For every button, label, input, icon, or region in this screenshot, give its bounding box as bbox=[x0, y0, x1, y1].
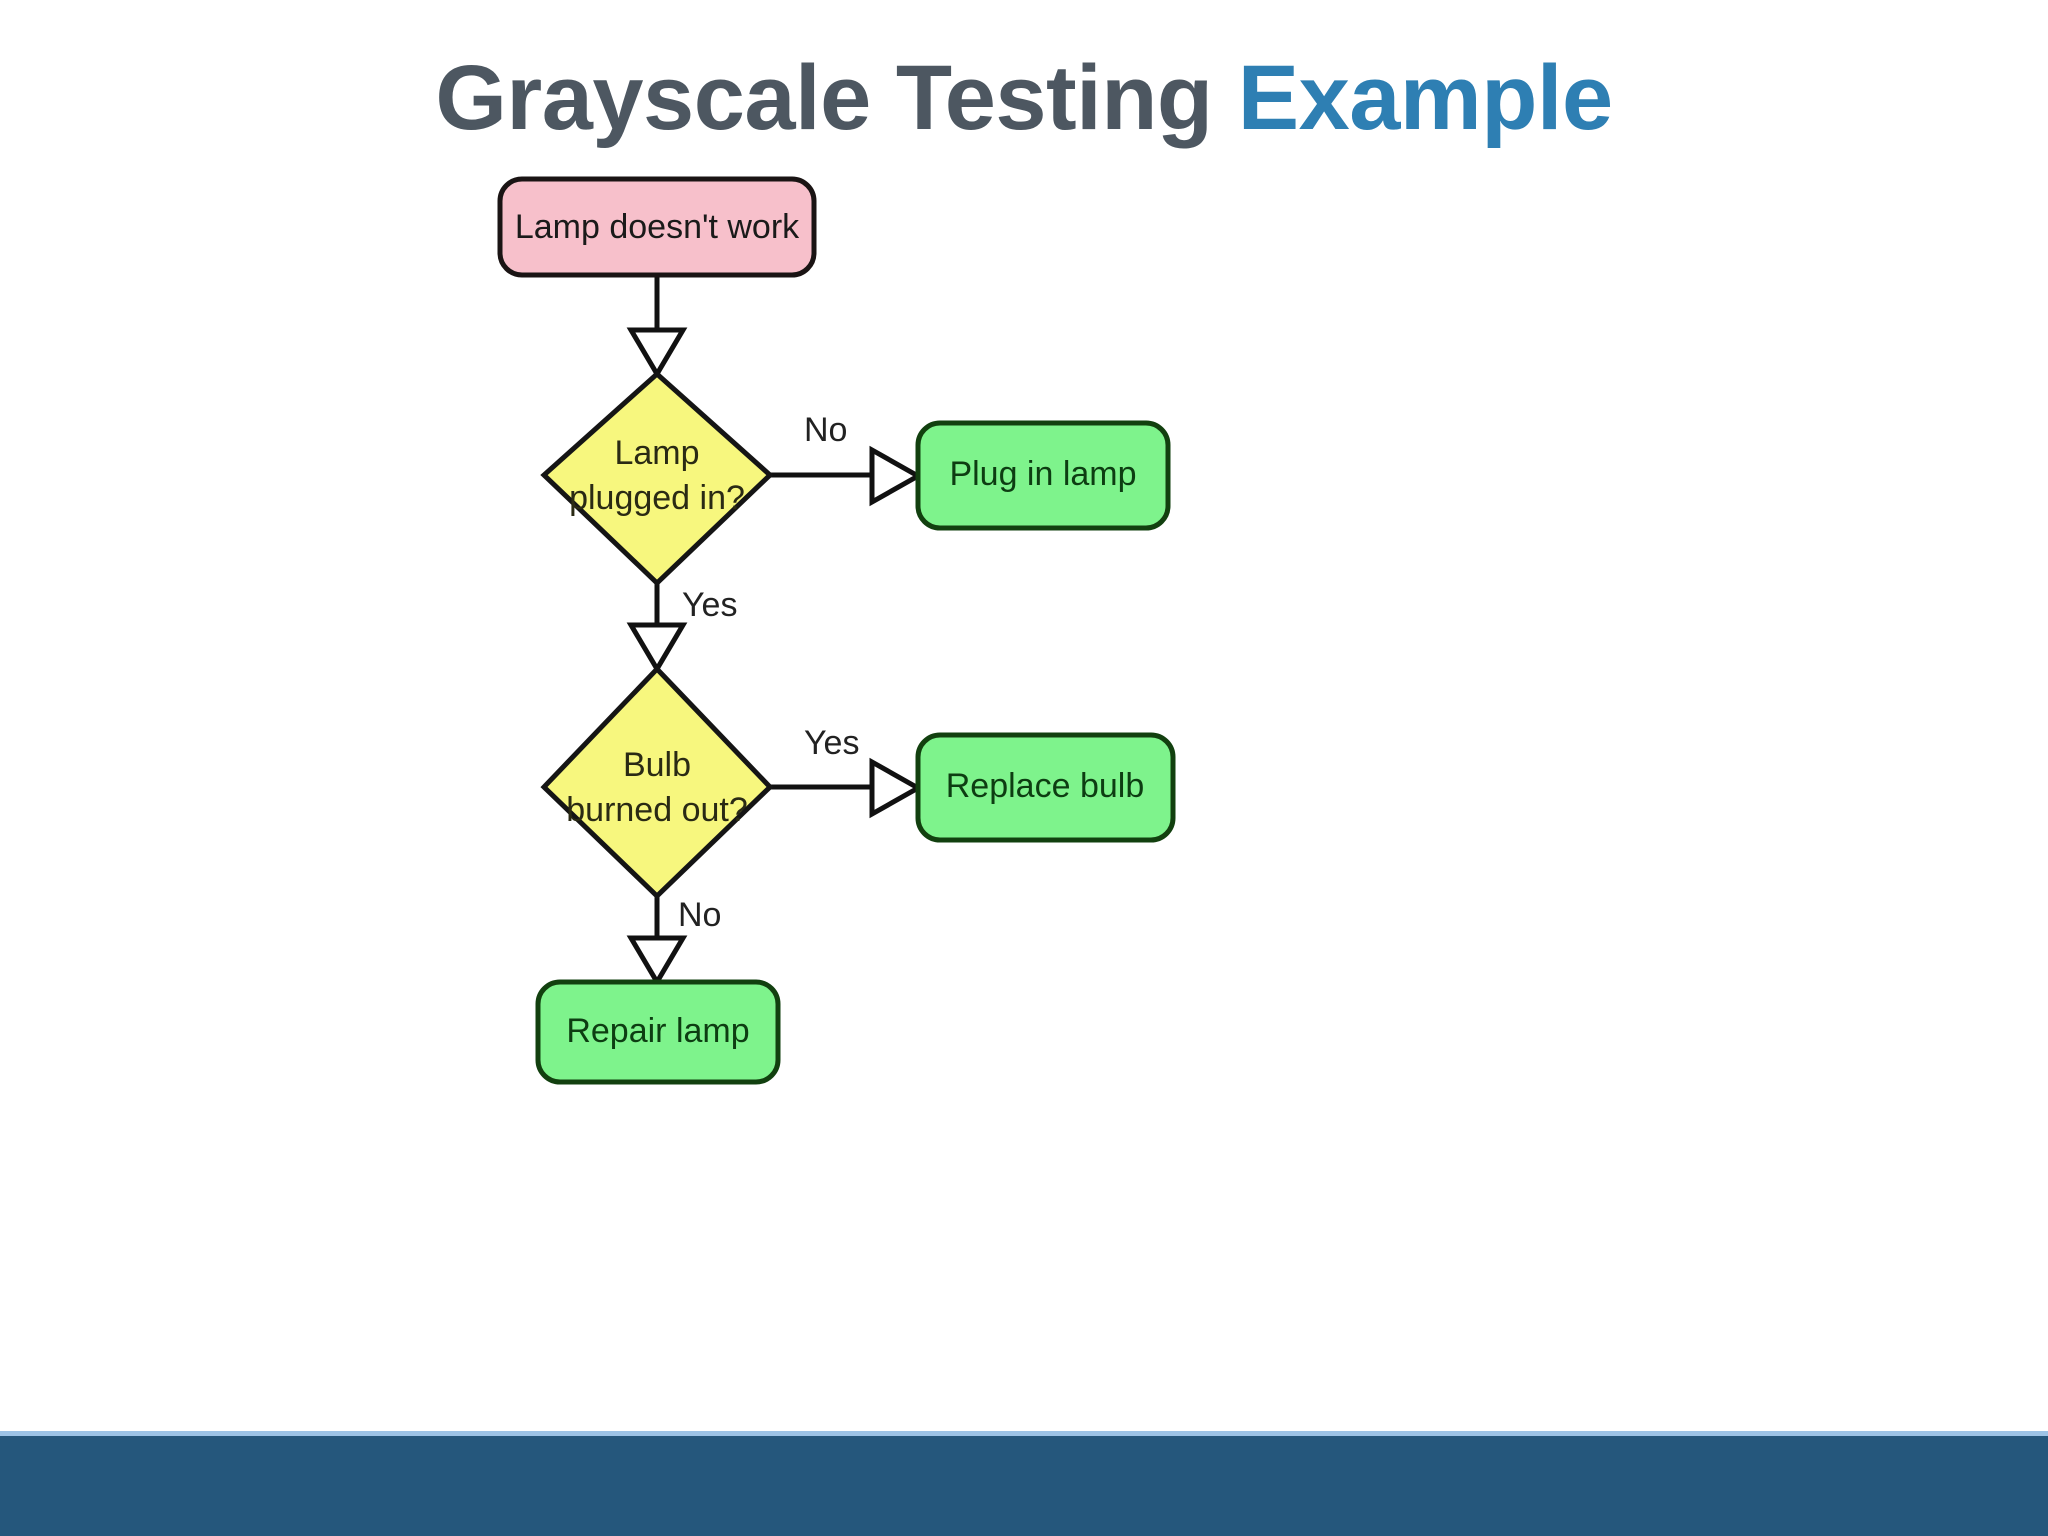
page-title: Grayscale Testing Example bbox=[0, 47, 2048, 149]
node-bulb-burned-out-label-line2: burned out? bbox=[566, 791, 748, 829]
node-replace-bulb-label: Replace bulb bbox=[946, 767, 1144, 805]
edge-plugged-to-plug-in-lamp bbox=[770, 445, 924, 507]
node-lamp-doesnt-work-label: Lamp doesn't work bbox=[515, 208, 800, 246]
node-bulb-burned-out-label-line1: Bulb bbox=[623, 746, 691, 784]
edge-label-bulb-yes: Yes bbox=[804, 724, 859, 762]
footer-bar bbox=[0, 1436, 2048, 1536]
node-lamp-plugged-in[interactable]: Lamp plugged in? bbox=[540, 370, 774, 587]
node-repair-lamp[interactable]: Repair lamp bbox=[535, 979, 781, 1085]
node-plug-in-lamp-label: Plug in lamp bbox=[949, 455, 1136, 493]
node-lamp-plugged-in-label-line2: plugged in? bbox=[569, 479, 745, 517]
node-lamp-doesnt-work[interactable]: Lamp doesn't work bbox=[497, 176, 817, 278]
footer-rule bbox=[0, 1431, 2048, 1436]
node-plug-in-lamp[interactable]: Plug in lamp bbox=[915, 420, 1171, 531]
edge-label-plugged-yes: Yes bbox=[682, 586, 737, 624]
edge-bulb-to-repair-lamp bbox=[626, 896, 688, 987]
node-lamp-plugged-in-label-line1: Lamp bbox=[614, 434, 699, 472]
edge-start-to-plugged bbox=[626, 275, 688, 379]
edge-label-plugged-no: No bbox=[804, 411, 847, 449]
node-bulb-burned-out[interactable]: Bulb burned out? bbox=[540, 665, 774, 900]
page-title-accent: Example bbox=[1237, 47, 1613, 149]
flowchart: Lamp doesn't work Lamp plugged in? Plug … bbox=[420, 170, 1600, 1420]
node-repair-lamp-label: Repair lamp bbox=[566, 1012, 749, 1050]
edge-plugged-to-bulb bbox=[626, 583, 688, 674]
edge-label-bulb-no: No bbox=[678, 896, 721, 934]
page-title-main: Grayscale Testing bbox=[435, 47, 1238, 149]
edge-bulb-to-replace-bulb bbox=[770, 757, 924, 819]
node-replace-bulb[interactable]: Replace bulb bbox=[915, 732, 1176, 843]
